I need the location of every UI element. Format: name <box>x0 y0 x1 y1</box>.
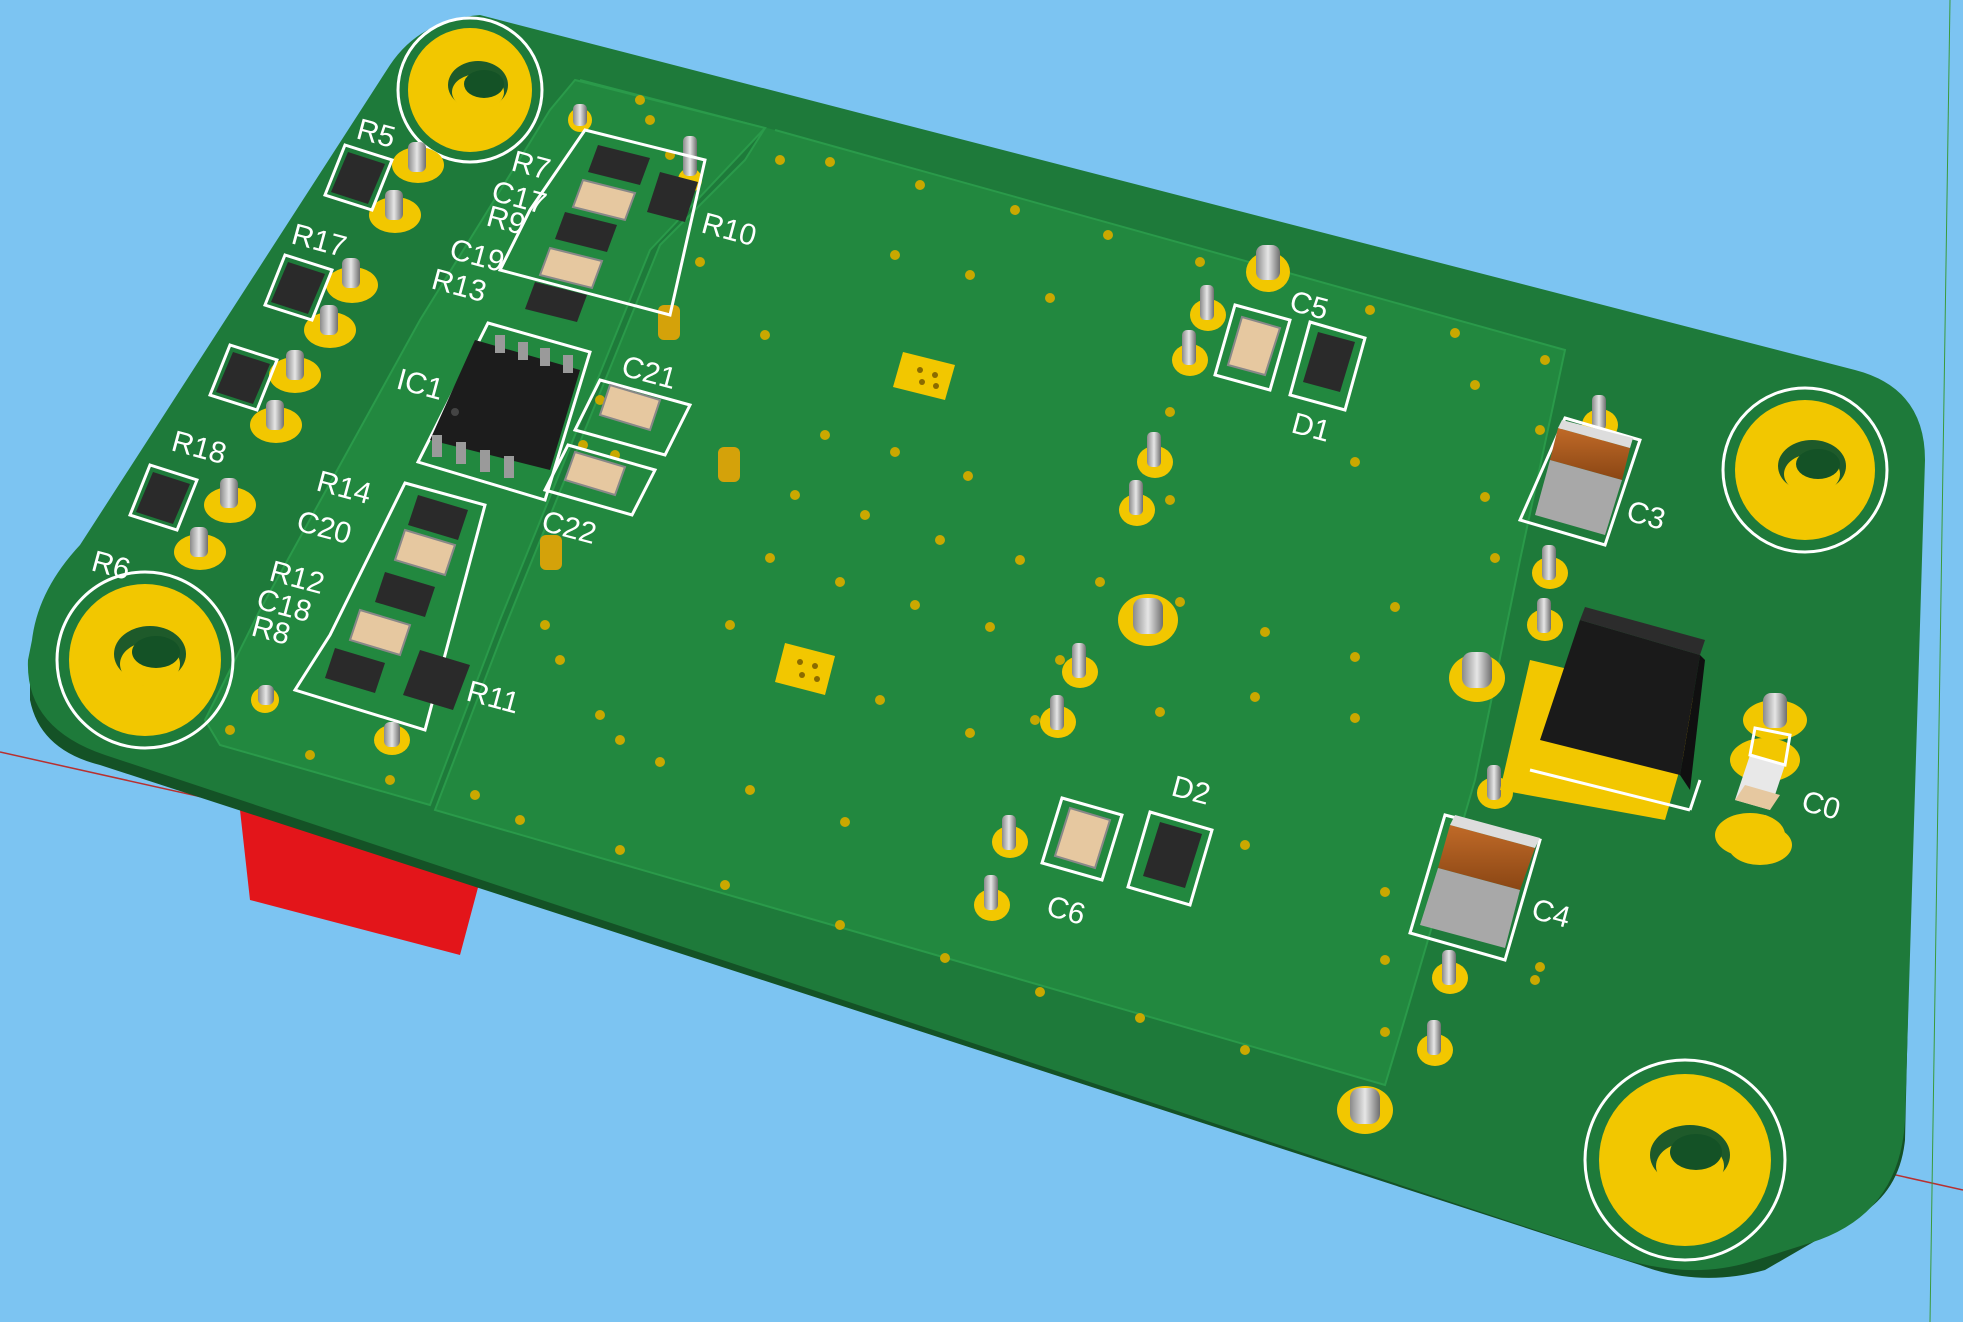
capacitor-c22 <box>542 443 658 517</box>
y-axis-line <box>1929 0 1951 1322</box>
resistor-r5 <box>323 143 394 212</box>
mounting-hole <box>55 570 235 750</box>
capacitor-c21 <box>572 378 693 457</box>
resistor-r6 <box>128 463 199 532</box>
test-pad <box>775 643 835 695</box>
test-pad <box>893 352 955 400</box>
through-hole-pins <box>174 104 1807 1134</box>
voltage-regulator <box>1500 607 1705 820</box>
diode-d1 <box>1288 320 1367 412</box>
capacitor-c3 <box>1517 416 1642 547</box>
capacitor-c6 <box>1040 796 1124 882</box>
capacitor-c5 <box>1213 303 1292 392</box>
component-block-bottom <box>292 481 487 732</box>
mounting-hole <box>1721 386 1889 554</box>
capacitor-c4 <box>1408 813 1542 962</box>
brass-posts <box>540 305 740 570</box>
capacitor-c0 <box>1715 726 1800 857</box>
mounting-hole <box>396 16 544 164</box>
ground-plane-zone <box>433 79 1567 1087</box>
resistor-r18 <box>208 343 279 412</box>
ic1-chip <box>415 321 592 502</box>
resistor-r17 <box>263 253 334 322</box>
mounting-hole <box>1583 1058 1787 1262</box>
component-block-top <box>497 128 707 322</box>
diode-d2 <box>1126 810 1214 907</box>
via-grid <box>225 95 1550 1055</box>
